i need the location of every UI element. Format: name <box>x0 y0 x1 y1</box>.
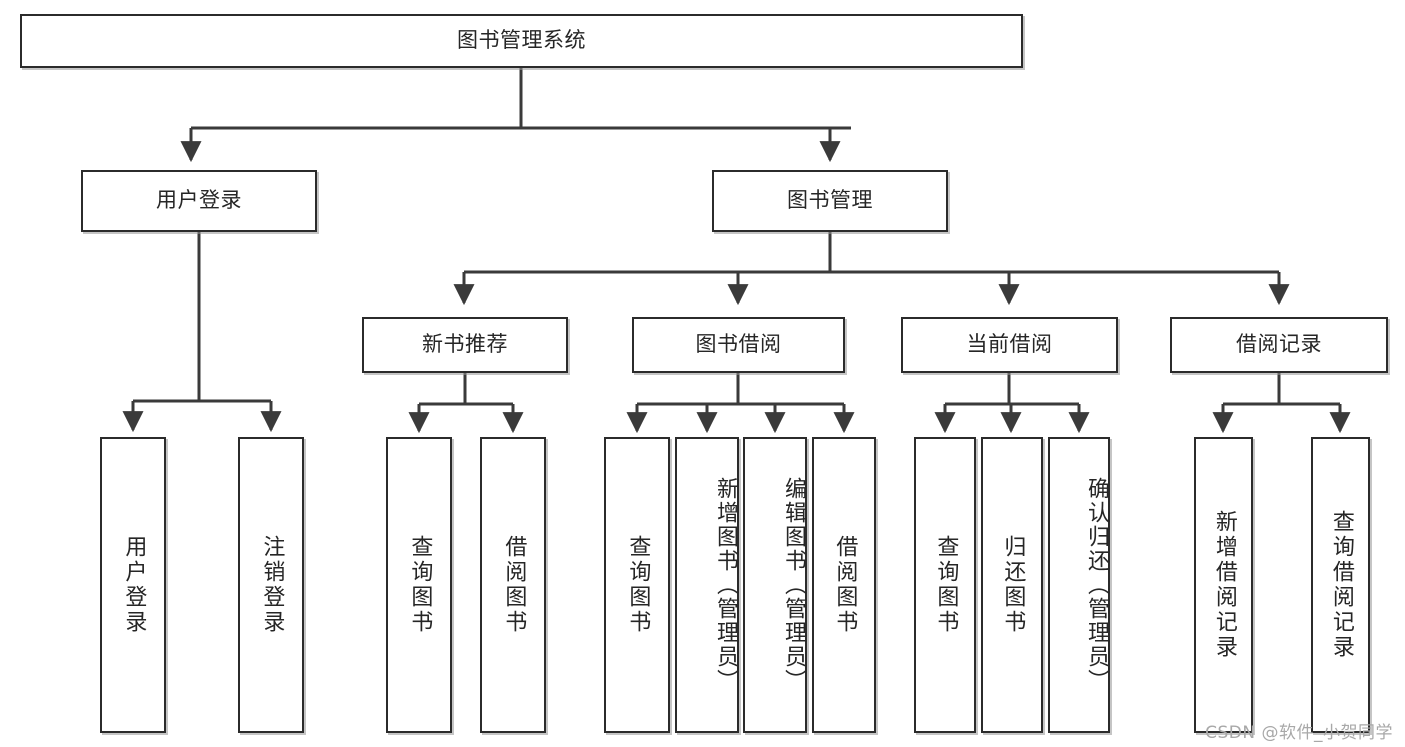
node-user-login-label: 用户登录 <box>156 188 242 213</box>
csdn-watermark: CSDN @软件_小贺同学 <box>1205 723 1393 743</box>
leaf-query-book-3[interactable]: 查询图书 <box>914 437 976 733</box>
leaf-query-book-2[interactable]: 查询图书 <box>604 437 670 733</box>
leaf-user-login[interactable]: 用户登录 <box>100 437 166 733</box>
leaf-return-book-label: 归还图书 <box>1000 535 1026 635</box>
leaf-borrow-book-1[interactable]: 借阅图书 <box>480 437 546 733</box>
node-book-borrow[interactable]: 图书借阅 <box>632 317 845 373</box>
leaf-user-login-label: 用户登录 <box>121 535 147 635</box>
node-new-book-rec[interactable]: 新书推荐 <box>362 317 568 373</box>
node-root[interactable]: 图书管理系统 <box>20 14 1023 68</box>
leaf-borrow-book-2-label: 借阅图书 <box>832 535 858 635</box>
leaf-add-book[interactable]: 新增图书（管理员） <box>675 437 739 733</box>
node-book-manage[interactable]: 图书管理 <box>712 170 948 232</box>
node-current-borrow-label: 当前借阅 <box>966 332 1053 357</box>
leaf-edit-book-label: 编辑图书（管理员） <box>781 477 806 693</box>
leaf-confirm-return-label: 确认归还（管理员） <box>1084 477 1109 693</box>
leaf-edit-book[interactable]: 编辑图书（管理员） <box>743 437 807 733</box>
leaf-query-book-1-label: 查询图书 <box>407 535 433 635</box>
node-borrow-record[interactable]: 借阅记录 <box>1170 317 1388 373</box>
leaf-logout-login-label: 注销登录 <box>259 535 285 635</box>
leaf-add-book-label: 新增图书（管理员） <box>713 477 738 693</box>
leaf-add-record-label: 新增借阅记录 <box>1211 510 1237 660</box>
node-root-label: 图书管理系统 <box>457 28 586 53</box>
node-borrow-record-label: 借阅记录 <box>1236 332 1322 357</box>
leaf-borrow-book-2[interactable]: 借阅图书 <box>812 437 876 733</box>
leaf-query-book-3-label: 查询图书 <box>933 535 959 635</box>
node-book-manage-label: 图书管理 <box>787 188 873 213</box>
leaf-query-book-1[interactable]: 查询图书 <box>386 437 452 733</box>
node-new-book-rec-label: 新书推荐 <box>422 332 508 357</box>
leaf-add-record[interactable]: 新增借阅记录 <box>1194 437 1253 733</box>
leaf-query-record-label: 查询借阅记录 <box>1328 510 1354 660</box>
leaf-confirm-return[interactable]: 确认归还（管理员） <box>1048 437 1110 733</box>
leaf-query-record[interactable]: 查询借阅记录 <box>1311 437 1370 733</box>
node-current-borrow[interactable]: 当前借阅 <box>901 317 1118 373</box>
node-user-login[interactable]: 用户登录 <box>81 170 317 232</box>
leaf-return-book[interactable]: 归还图书 <box>981 437 1043 733</box>
leaf-logout-login[interactable]: 注销登录 <box>238 437 304 733</box>
leaf-borrow-book-1-label: 借阅图书 <box>501 535 527 635</box>
leaf-query-book-2-label: 查询图书 <box>625 535 651 635</box>
node-book-borrow-label: 图书借阅 <box>695 332 782 357</box>
